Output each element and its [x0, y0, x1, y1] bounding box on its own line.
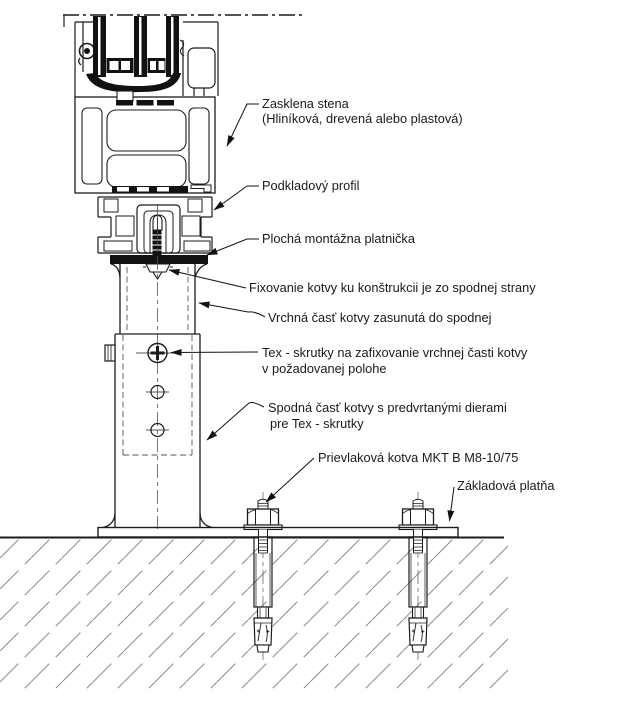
label-zakladova-platna: Základová platňa [457, 478, 555, 493]
leader-zakladova [447, 486, 455, 522]
leader-podkladovy [213, 185, 259, 211]
break-line [63, 14, 302, 27]
label-fixovanie-kotvy: Fixovanie kotvy ku konštrukcii je zo spo… [249, 280, 536, 295]
glazing-unit [86, 16, 181, 93]
glazing-bead [179, 21, 219, 96]
glazing-gasket [86, 73, 181, 93]
label-tex-skrutky-2: v požadovanej polohe [262, 361, 387, 376]
leader-plocha [206, 238, 259, 256]
leader-lines [168, 103, 455, 522]
label-podkladovy-profil: Podkladový profil [262, 178, 360, 193]
pre-drilled-holes [146, 384, 169, 438]
label-vrchna-cast: Vrchná časť kotvy zasunutá do spodnej [268, 310, 492, 325]
fixing-nut [143, 263, 173, 281]
leader-tex [170, 348, 259, 356]
leader-zasklena [226, 103, 259, 147]
mounting-plate [110, 255, 208, 264]
tex-screw [136, 342, 179, 364]
label-spodna-cast: Spodná časť kotvy s predvrtanými dierami [268, 400, 507, 415]
gasket-squiggle [179, 39, 185, 57]
leader-prievlakova [265, 457, 315, 503]
frame-left-wall [74, 21, 96, 97]
leader-fixovanie [168, 268, 247, 289]
base-plate [97, 526, 459, 538]
label-spodna-cast-2: pre Tex - skrutky [270, 416, 364, 431]
label-prievlakova-kotva: Prievlaková kotva MKT B M8-10/75 [318, 450, 519, 465]
glazing-spacer [106, 58, 166, 73]
leader-spodna [206, 402, 265, 441]
label-tex-skrutky: Tex - skrutky na zafixovanie vrchnej čas… [262, 345, 528, 360]
tex-screw-side [104, 344, 116, 362]
leader-vrchna [198, 301, 266, 318]
label-plocha-platnicka: Plochá montážna platnička [262, 231, 415, 246]
label-zasklena-stena-note: (Hliníková, drevená alebo plastová) [262, 111, 463, 126]
frame-profile [74, 90, 216, 194]
label-zasklena-stena: Zasklena stena [262, 96, 349, 111]
base-profile [97, 196, 213, 256]
gasket-rosette [78, 38, 96, 66]
